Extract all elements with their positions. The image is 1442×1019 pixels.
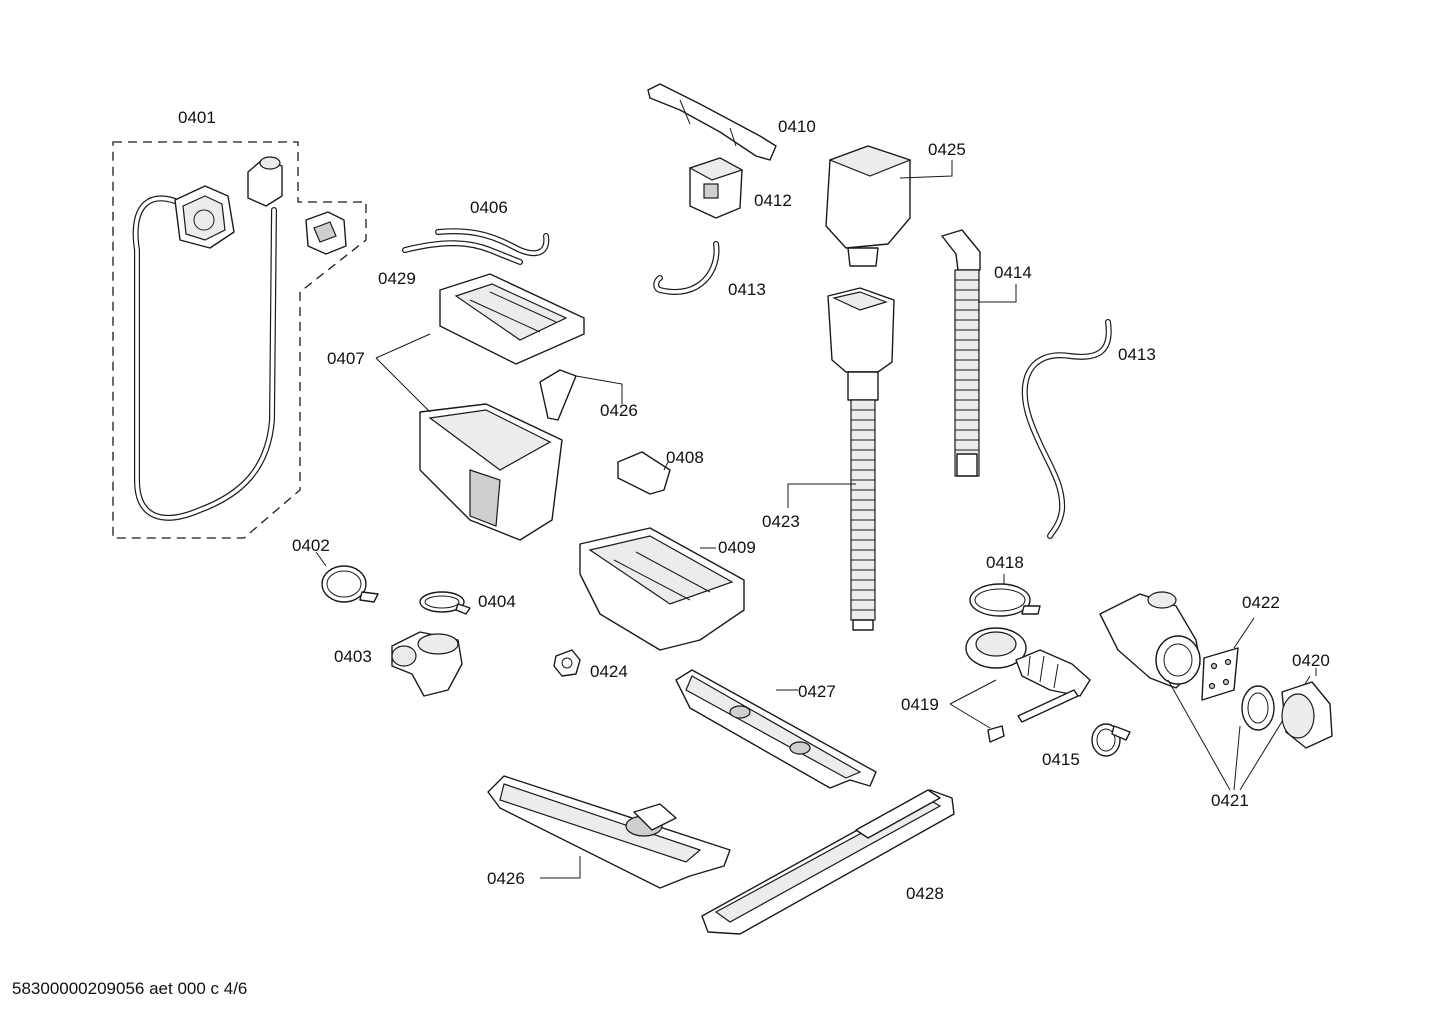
- label-0404: 0404: [478, 592, 516, 611]
- part-0413-hose-long[interactable]: [1021, 319, 1112, 539]
- part-0422-plate[interactable]: [1201, 617, 1255, 701]
- part-0407-dispenser-housing[interactable]: [375, 273, 585, 541]
- label-0409: 0409: [718, 538, 756, 557]
- label-0421: 0421: [1211, 791, 1249, 810]
- part-0425-chamber-housing[interactable]: [825, 145, 953, 267]
- label-0410: 0410: [778, 117, 816, 136]
- label-0428: 0428: [906, 884, 944, 903]
- part-0426-seal[interactable]: [539, 369, 623, 421]
- part-0412-module[interactable]: [688, 157, 744, 219]
- label-0415: 0415: [1042, 750, 1080, 769]
- part-0428-tray[interactable]: [701, 789, 955, 935]
- label-0414: 0414: [994, 263, 1032, 282]
- label-0406: 0406: [470, 198, 508, 217]
- part-0418-clamp[interactable]: [969, 574, 1041, 617]
- part-0420-drain-filter[interactable]: [1281, 668, 1333, 749]
- label-0420: 0420: [1292, 651, 1330, 670]
- label-0408: 0408: [666, 448, 704, 467]
- label-0426-lower: 0426: [487, 869, 525, 888]
- label-0425: 0425: [928, 140, 966, 159]
- document-code: 58300000209056 aet 000 c 4/6: [12, 979, 248, 998]
- part-0419-sleeve[interactable]: [949, 627, 1091, 743]
- part-0421-drain-pump[interactable]: [1099, 591, 1311, 791]
- label-0424: 0424: [590, 662, 628, 681]
- part-0408-siphon-cap[interactable]: [617, 451, 671, 495]
- part-0404-hose-clamp[interactable]: [419, 591, 471, 615]
- label-0423: 0423: [762, 512, 800, 531]
- label-0413-right: 0413: [1118, 345, 1156, 364]
- label-0429: 0429: [378, 269, 416, 288]
- part-0410-bracket[interactable]: [647, 83, 777, 161]
- label-0407: 0407: [327, 349, 365, 368]
- part-0402-hose-clamp[interactable]: [315, 551, 379, 603]
- part-0414-corrugated-hose[interactable]: [941, 229, 1017, 477]
- label-0422: 0422: [1242, 593, 1280, 612]
- label-0402: 0402: [292, 536, 330, 555]
- label-0419: 0419: [901, 695, 939, 714]
- part-0423-pressure-hose[interactable]: [787, 287, 895, 631]
- label-0426-upper: 0426: [600, 401, 638, 420]
- part-0409-dispenser-drawer[interactable]: [579, 527, 745, 651]
- part-0403-connecting-sleeve[interactable]: [391, 631, 463, 697]
- label-0413-upper: 0413: [728, 280, 766, 299]
- label-0412: 0412: [754, 191, 792, 210]
- part-0401-inlet-hose-assembly[interactable]: [112, 141, 367, 539]
- label-0418: 0418: [986, 553, 1024, 572]
- part-0420-filter-ring[interactable]: [1241, 685, 1275, 731]
- label-0403: 0403: [334, 647, 372, 666]
- part-0413-hose-short[interactable]: [653, 241, 720, 295]
- part-0415-clip[interactable]: [1091, 723, 1131, 757]
- label-0427: 0427: [798, 682, 836, 701]
- part-0427-rail[interactable]: [675, 669, 877, 789]
- part-0424-clip[interactable]: [553, 649, 581, 677]
- part-0429-hose[interactable]: [402, 240, 523, 265]
- part-0406-hose[interactable]: [435, 228, 550, 257]
- part-0426-lower-rail[interactable]: [487, 775, 731, 889]
- label-0401: 0401: [178, 108, 216, 127]
